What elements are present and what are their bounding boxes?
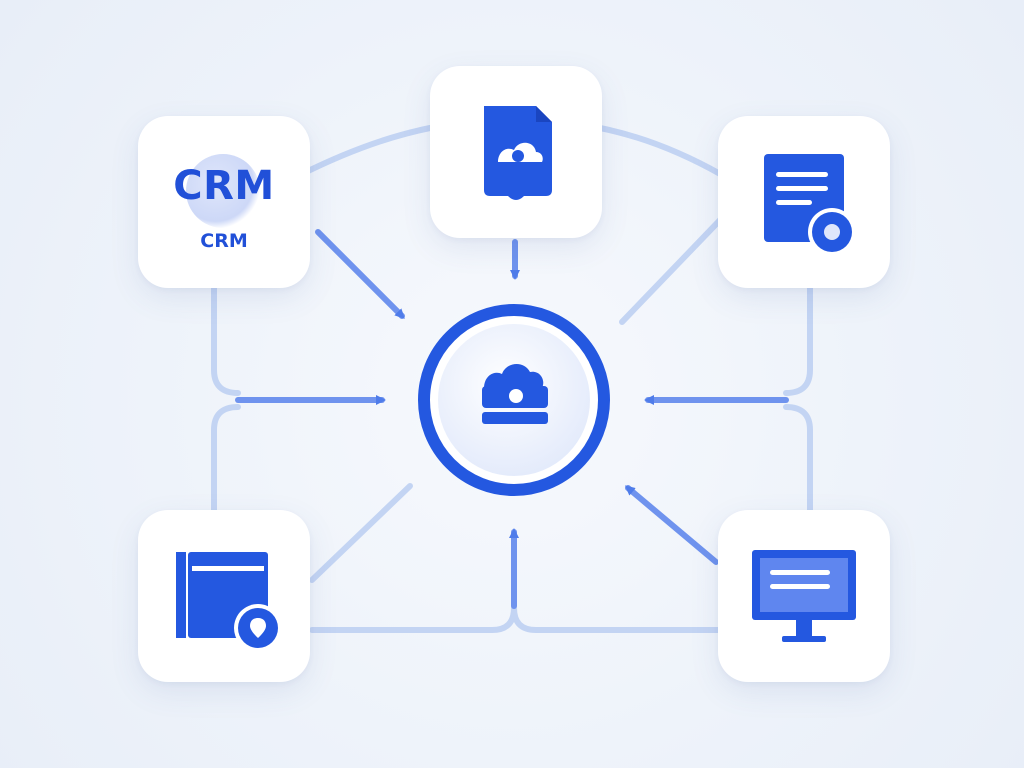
- folder-location-icon: [176, 552, 282, 652]
- connector-crm-top: [297, 125, 433, 178]
- cloud-document-icon: [484, 106, 552, 200]
- connector-bottomleft-diagonal: [309, 483, 413, 583]
- crm-card[interactable]: CRM CRM: [138, 116, 310, 288]
- connector-left-spine: [211, 285, 241, 396]
- connector-right-spine-lower: [783, 404, 813, 515]
- desktop-card[interactable]: [718, 510, 890, 682]
- connector-right-spine: [783, 285, 813, 396]
- monitor-icon: [752, 550, 856, 642]
- central-hub: [414, 300, 614, 500]
- connector-bottom-left: [309, 605, 517, 633]
- crm-logo-text: CRM: [173, 163, 275, 209]
- connector-top-topright: [597, 125, 725, 178]
- arrow-bottomright-to-hub: [624, 485, 719, 565]
- document-settings-icon: [764, 154, 856, 256]
- crm-caption: CRM: [200, 230, 248, 252]
- cloud-storage-card[interactable]: [430, 66, 602, 238]
- arrow-crm-to-hub: [315, 229, 405, 319]
- connector-topright-diagonal: [619, 215, 725, 325]
- cloud-server-icon: [482, 363, 548, 424]
- connector-left-spine-lower: [211, 404, 241, 515]
- reports-card[interactable]: [718, 116, 890, 288]
- files-card[interactable]: [138, 510, 310, 682]
- connector-bottom-right: [511, 605, 721, 633]
- crm-logo-badge: [186, 154, 260, 228]
